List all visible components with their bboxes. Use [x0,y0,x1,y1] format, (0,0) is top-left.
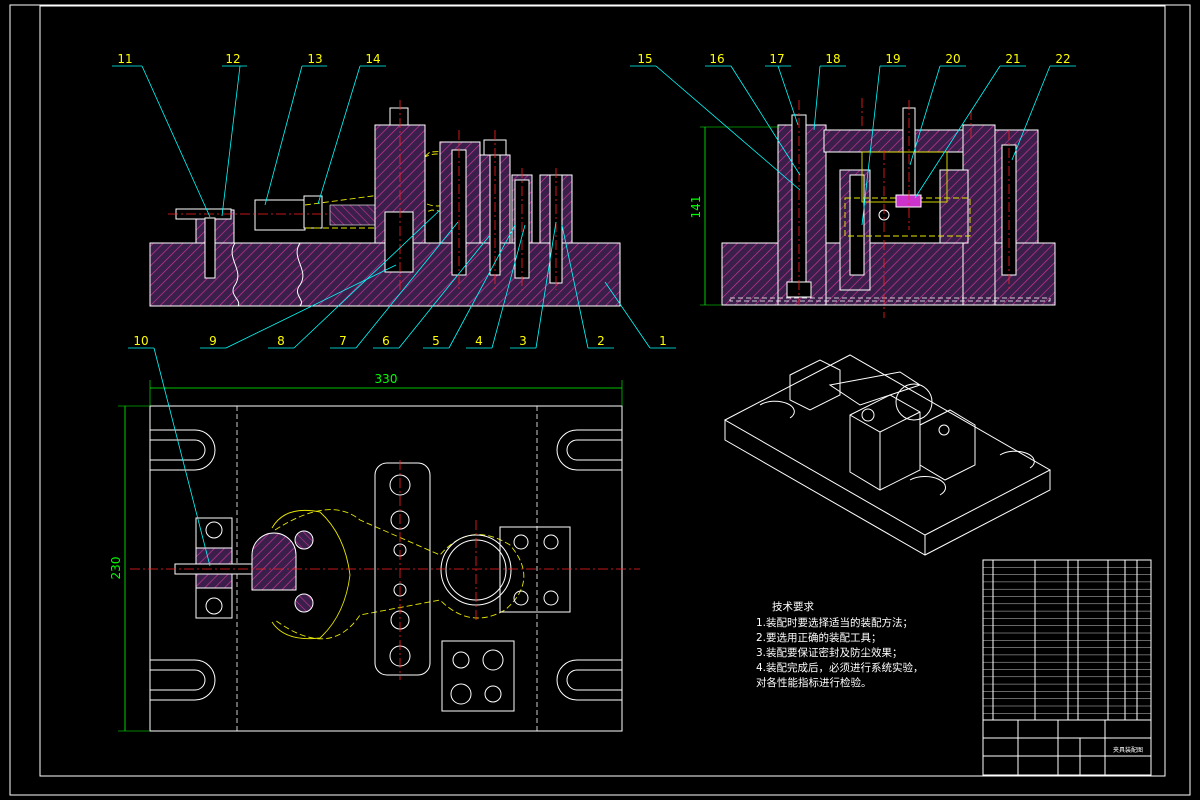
leader-lines [112,65,1076,567]
top-view [118,380,640,732]
title-block: 夹具装配图 [982,719,1152,776]
tech-requirement-3: 3.装配要保证密封及防尘效果； [756,647,903,659]
isometric-view [723,354,1052,556]
outer-frame [9,4,1191,796]
balloon-15: 15 [637,52,652,66]
tech-requirement-1: 1.装配时要选择适当的装配方法； [756,617,914,629]
balloon-7: 7 [339,334,347,348]
balloon-1: 1 [659,334,667,348]
dimension-side-height: 141 [689,196,703,219]
balloon-12: 12 [225,52,240,66]
balloon-8: 8 [277,334,285,348]
tech-requirement-4: 4.装配完成后，必须进行系统实验， [756,662,924,674]
balloon-21: 21 [1005,52,1020,66]
balloon-19: 19 [885,52,900,66]
balloon-18: 18 [825,52,840,66]
balloon-11: 11 [117,52,132,66]
balloon-6: 6 [382,334,390,348]
tech-requirement-2: 2.要选用正确的装配工具； [756,632,882,644]
inner-frame [39,5,1166,777]
balloon-13: 13 [307,52,322,66]
dimension-height: 230 [109,557,123,580]
parts-list-table [982,559,1152,721]
balloon-17: 17 [769,52,784,66]
balloon-22: 22 [1055,52,1070,66]
balloon-5: 5 [432,334,440,348]
front-view [149,100,621,307]
technical-requirements: 技术要求 1.装配时要选择适当的装配方法； 2.要选用正确的装配工具； 3.装配… [756,600,924,691]
balloon-3: 3 [519,334,527,348]
dimension-width: 330 [375,372,398,386]
balloon-20: 20 [945,52,960,66]
balloon-16: 16 [709,52,724,66]
tech-requirements-title: 技术要求 [772,601,814,613]
drawing-title: 夹具装配图 [1113,746,1143,754]
balloon-2: 2 [597,334,605,348]
balloon-4: 4 [475,334,483,348]
tech-requirement-5: 对各性能指标进行检验。 [756,677,872,689]
side-view [700,98,1056,318]
balloon-10: 10 [133,334,148,348]
balloon-9: 9 [209,334,217,348]
balloon-14: 14 [365,52,380,66]
balloon-labels: 11 12 13 14 15 16 17 18 19 20 21 22 9 8 … [117,52,1070,348]
